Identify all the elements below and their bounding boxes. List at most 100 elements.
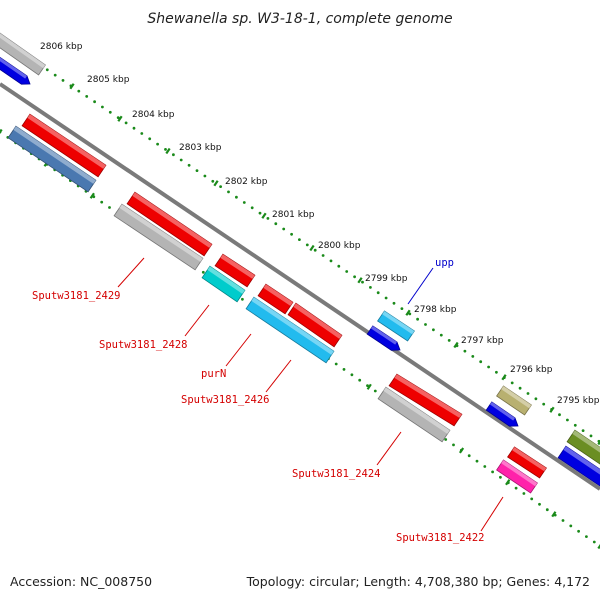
track-dot bbox=[416, 317, 419, 321]
track-dot bbox=[592, 540, 596, 544]
upper-tick-track bbox=[0, 36, 600, 446]
track-dot bbox=[558, 413, 561, 417]
tick-mark bbox=[405, 309, 411, 316]
tick-mark bbox=[549, 406, 555, 413]
track-dot bbox=[452, 443, 455, 447]
track-dot bbox=[573, 423, 577, 427]
gene-blue-arrow bbox=[0, 56, 31, 85]
tick-mark bbox=[357, 277, 363, 284]
track-dot bbox=[124, 121, 128, 125]
track-dot bbox=[266, 217, 270, 220]
gene-olive bbox=[566, 429, 600, 465]
genome-backbone bbox=[0, 82, 600, 491]
track-dot bbox=[108, 206, 111, 209]
gene-steelblue bbox=[7, 125, 97, 193]
track-dot bbox=[467, 454, 471, 458]
track-dot bbox=[518, 386, 522, 390]
track-dot bbox=[439, 333, 443, 337]
track-dot bbox=[179, 158, 183, 162]
gene-label-purn: purN bbox=[201, 368, 226, 380]
track-dot bbox=[534, 397, 538, 401]
accession-text: Accession: NC_008750 bbox=[10, 574, 152, 589]
track-dot bbox=[219, 185, 223, 189]
tick-mark bbox=[366, 383, 372, 390]
track-dot bbox=[373, 389, 377, 393]
gene-red bbox=[507, 446, 547, 479]
track-dot bbox=[242, 201, 246, 204]
track-dot bbox=[366, 384, 369, 387]
track-dot bbox=[45, 68, 49, 72]
gene-red bbox=[126, 191, 213, 257]
tick-mark bbox=[501, 374, 507, 381]
track-dot bbox=[538, 502, 541, 506]
track-dot bbox=[258, 211, 262, 215]
track-dot bbox=[447, 339, 451, 342]
gene-blue-arrow bbox=[366, 325, 401, 351]
tick-mark bbox=[213, 180, 219, 187]
gene-upp bbox=[377, 310, 415, 342]
track-dot bbox=[581, 429, 585, 432]
track-dot bbox=[77, 89, 81, 93]
track-dot bbox=[274, 222, 278, 226]
tick-label: 2804 kbp bbox=[132, 110, 175, 120]
track-dot bbox=[313, 248, 317, 252]
track-dot bbox=[235, 195, 238, 199]
tick-label: 2795 kbp bbox=[557, 396, 600, 406]
gene-label-sputw3181-2422: Sputw3181_2422 bbox=[396, 532, 485, 544]
track-dot bbox=[290, 232, 293, 236]
track-dot bbox=[116, 116, 120, 119]
track-dot bbox=[345, 270, 349, 273]
tick-label: 2803 kbp bbox=[179, 143, 222, 153]
track-dot bbox=[376, 291, 380, 295]
tick-label: 2802 kbp bbox=[225, 177, 268, 187]
track-dot bbox=[514, 486, 518, 490]
tick-label: 2806 kbp bbox=[40, 42, 83, 52]
track-dot bbox=[530, 497, 534, 501]
track-dot bbox=[321, 254, 325, 257]
track-dot bbox=[384, 296, 388, 300]
gene-khaki bbox=[496, 385, 532, 416]
leader-line bbox=[376, 431, 402, 466]
track-dot bbox=[53, 73, 57, 77]
tick-mark bbox=[505, 479, 511, 486]
track-dot bbox=[250, 206, 254, 210]
track-dot bbox=[101, 105, 104, 109]
track-dot bbox=[444, 438, 448, 441]
gene-label-lines bbox=[117, 257, 504, 532]
gene-features bbox=[0, 32, 600, 494]
track-dot bbox=[282, 227, 286, 231]
track-dot bbox=[187, 163, 191, 167]
track-dot bbox=[569, 524, 573, 528]
tick-mark bbox=[0, 128, 3, 134]
tick-mark bbox=[69, 83, 75, 90]
tick-labels: 2806 kbp 2805 kbp 2804 kbp 2803 kbp 2802… bbox=[40, 42, 600, 406]
track-dot bbox=[495, 370, 498, 374]
track-dot bbox=[100, 200, 104, 204]
track-dot bbox=[148, 137, 152, 141]
leader-line bbox=[265, 359, 292, 393]
gene-label-sputw3181-2424: Sputw3181_2424 bbox=[292, 468, 381, 480]
gene-gray bbox=[0, 32, 46, 76]
track-dot bbox=[337, 264, 341, 268]
track-dot bbox=[369, 286, 372, 289]
track-dot bbox=[172, 153, 175, 157]
leader-line bbox=[407, 267, 434, 305]
genome-title: Shewanella sp. W3-18-1, complete genome bbox=[147, 11, 452, 27]
track-dot bbox=[140, 132, 144, 135]
track-dot bbox=[577, 529, 580, 533]
track-dot bbox=[475, 459, 479, 463]
track-dot bbox=[342, 368, 346, 371]
leader-line bbox=[225, 333, 252, 367]
gene-red bbox=[214, 253, 256, 288]
tick-mark bbox=[261, 212, 267, 219]
track-dot bbox=[203, 174, 207, 178]
track-dot bbox=[195, 169, 199, 173]
tick-mark bbox=[117, 115, 123, 122]
tick-mark bbox=[551, 511, 557, 518]
track-dot bbox=[108, 110, 112, 114]
track-dot bbox=[589, 434, 593, 438]
track-dot bbox=[408, 312, 412, 316]
track-dot bbox=[510, 381, 514, 385]
tick-label: 2800 kbp bbox=[318, 241, 361, 251]
